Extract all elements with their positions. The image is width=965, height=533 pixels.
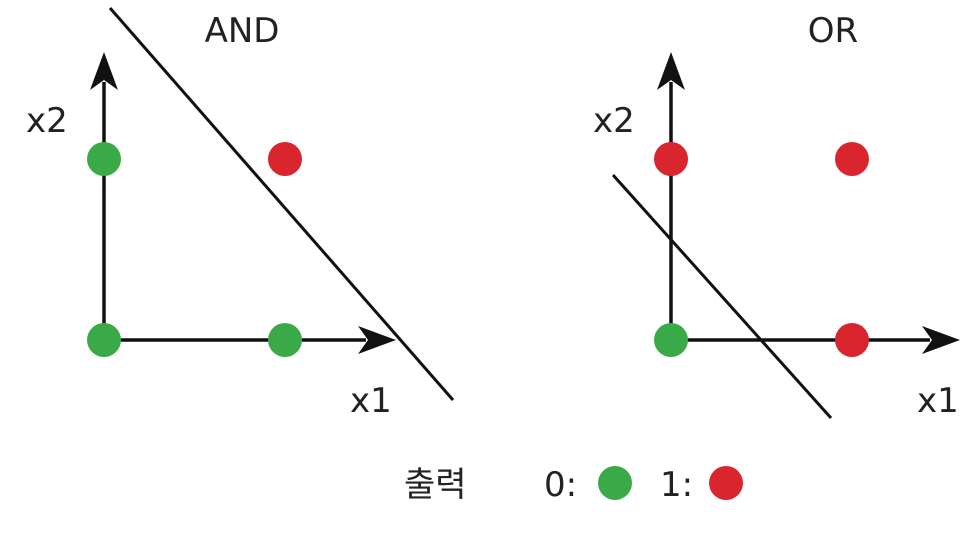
and-point-1-0-output-0 [268, 323, 302, 357]
or-xlabel: x1 [917, 381, 959, 421]
and-x2-arrowhead [90, 52, 118, 90]
and-point-0-0-output-0 [87, 323, 121, 357]
or-panel: OR x2 x1 [593, 11, 960, 421]
and-title: AND [205, 11, 280, 51]
or-ylabel: x2 [593, 101, 635, 141]
legend-swatch-output-1 [709, 466, 743, 500]
or-point-1-0-output-1 [835, 323, 869, 357]
legend-label: 출력 [404, 465, 467, 505]
or-point-0-0-output-0 [654, 323, 688, 357]
legend-item-1-label: 1: [660, 465, 693, 505]
or-points [654, 142, 869, 357]
legend: 출력 0: 1: [404, 465, 743, 505]
or-x1-arrowhead [922, 326, 960, 354]
and-points [87, 142, 302, 357]
and-panel: AND x2 x1 [26, 7, 455, 421]
or-x2-arrowhead [657, 52, 685, 90]
legend-swatch-output-0 [598, 466, 632, 500]
or-point-0-1-output-1 [654, 142, 688, 176]
or-title: OR [808, 11, 858, 51]
and-ylabel: x2 [26, 101, 68, 141]
and-xlabel: x1 [350, 381, 392, 421]
or-point-1-1-output-1 [835, 142, 869, 176]
or-decision-boundary [611, 173, 833, 420]
legend-item-0-label: 0: [544, 465, 577, 505]
and-x1-arrowhead [358, 326, 396, 354]
and-point-0-1-output-0 [87, 142, 121, 176]
and-point-1-1-output-1 [268, 142, 302, 176]
and-decision-boundary [108, 7, 455, 401]
